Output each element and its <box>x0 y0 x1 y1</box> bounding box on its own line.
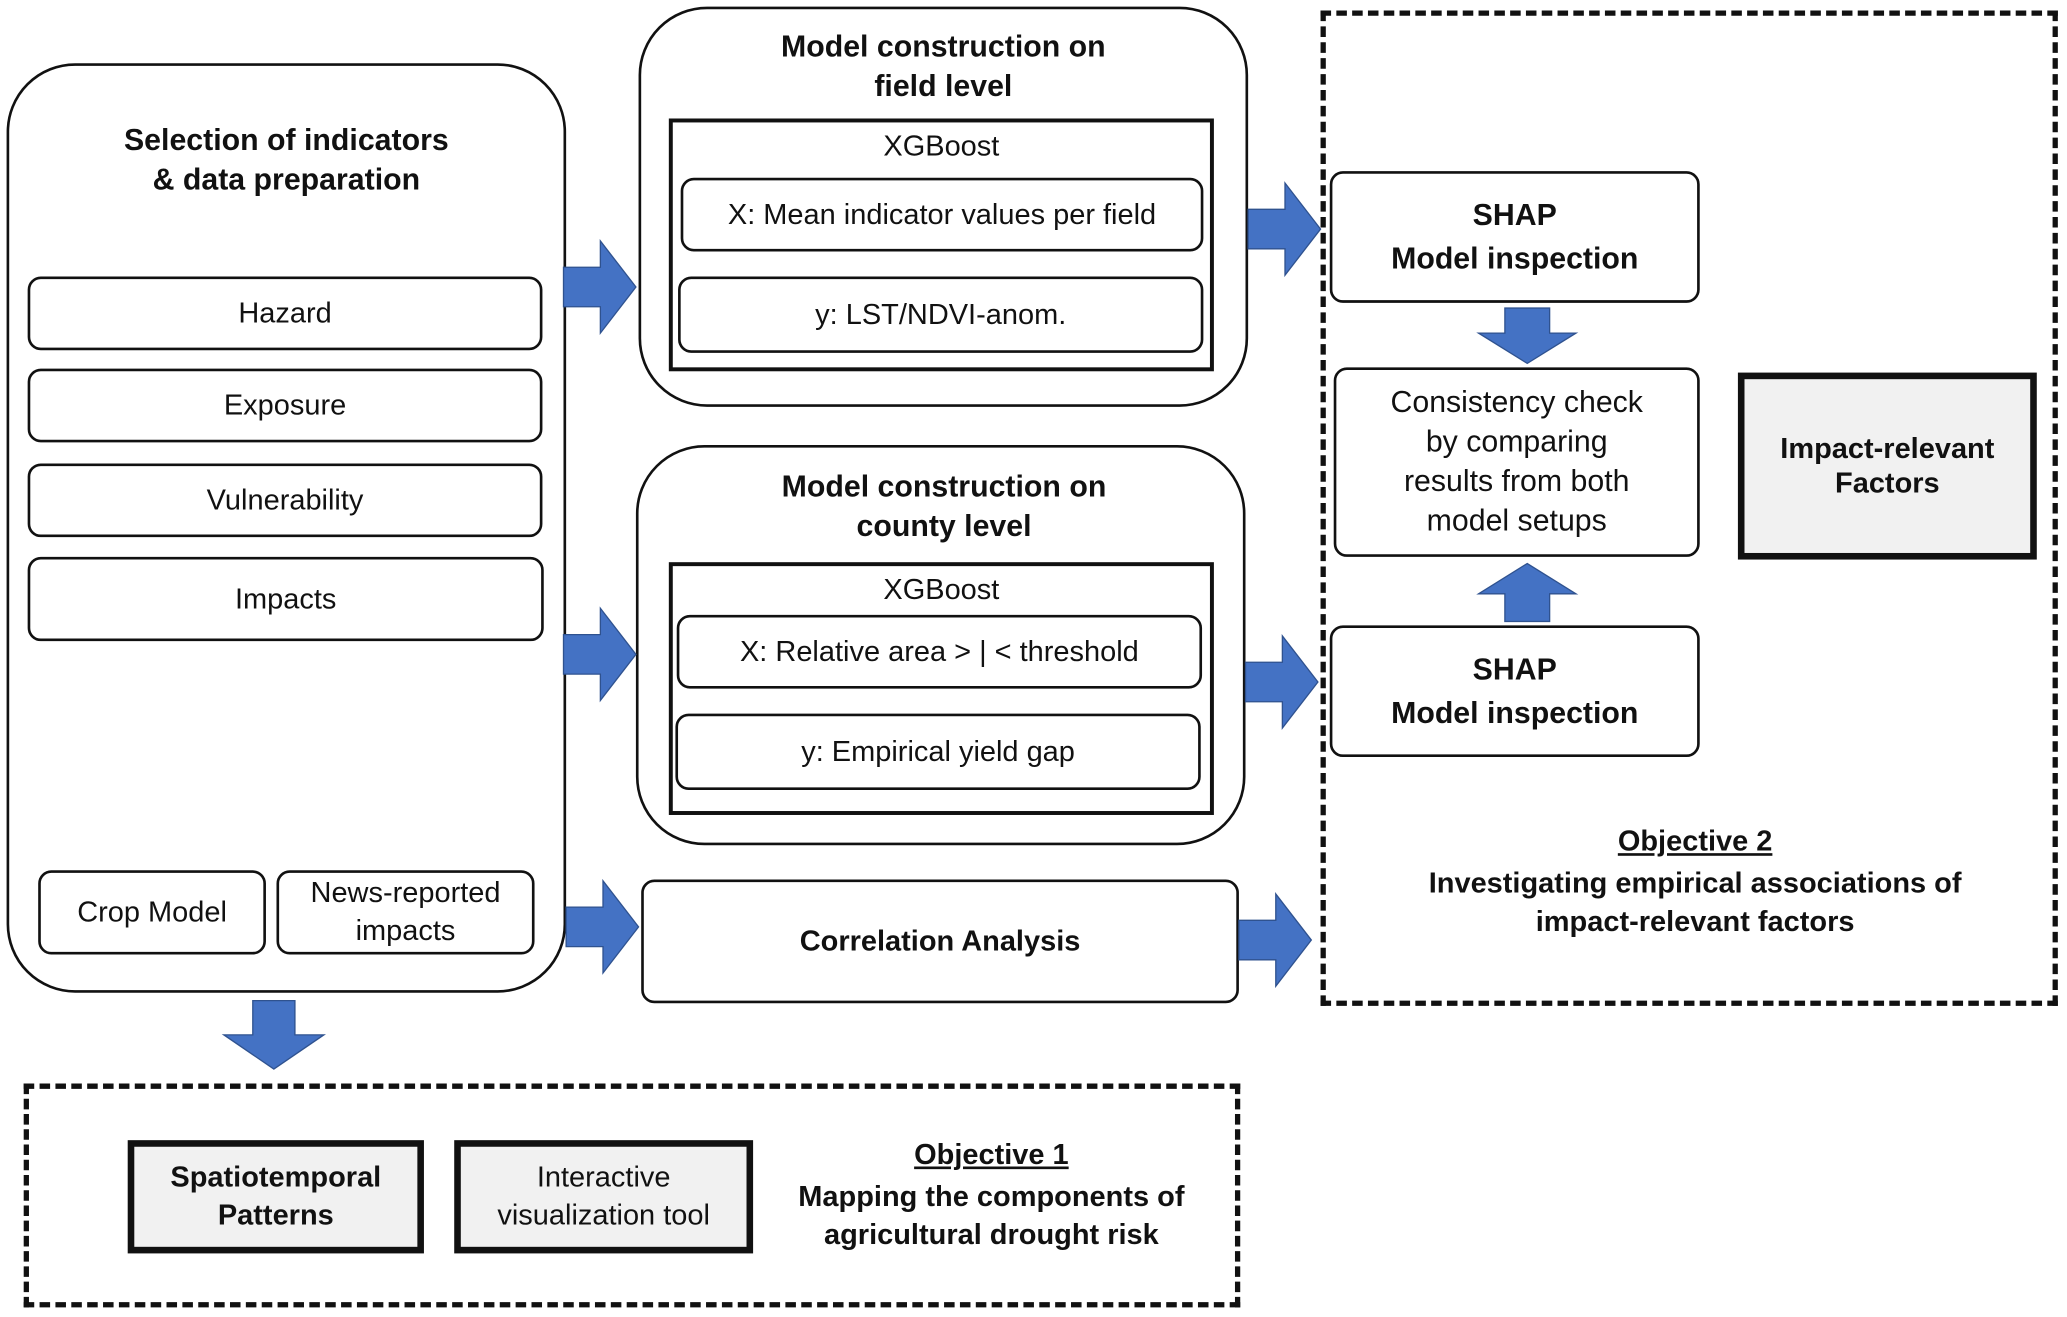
interactive-visualization-box: Interactive visualization tool <box>454 1140 754 1254</box>
objective2-heading: Objective 2 <box>1617 824 1773 858</box>
vulnerability-item: Vulnerability <box>27 463 543 538</box>
arrow-to-field-model <box>562 239 637 336</box>
arrow-to-objective1 <box>221 999 327 1070</box>
selection-title: Selection of indicators & data preparati… <box>123 122 449 197</box>
county-x-box: X: Relative area > | < threshold <box>676 614 1203 689</box>
impacts-item: Impacts <box>27 556 544 642</box>
county-y-box: y: Empirical yield gap <box>675 713 1201 790</box>
objective1-region <box>23 1083 1241 1308</box>
crop-model-box: Crop Model <box>38 870 266 955</box>
impact-relevant-factors-box: Impact-relevant Factors <box>1737 372 2037 560</box>
objective2-region <box>1320 10 2058 1006</box>
arrow-county-to-shap <box>1244 633 1319 731</box>
field-model-title: Model construction on field level <box>780 28 1106 104</box>
shap-top-box: SHAP Model inspection <box>1329 171 1700 303</box>
objective2-description: Investigating empirical associations of … <box>1428 866 1962 938</box>
field-x-box: X: Mean indicator values per field <box>680 177 1204 252</box>
news-reported-box: News-reported impacts <box>276 870 535 955</box>
objective1-description: Mapping the components of agricultural d… <box>798 1179 1185 1251</box>
exposure-item: Exposure <box>27 368 543 443</box>
county-model-title: Model construction on county level <box>781 468 1107 543</box>
arrow-correlation-to-objective2 <box>1238 892 1313 989</box>
hazard-item: Hazard <box>27 276 543 351</box>
arrow-field-to-shap <box>1247 181 1322 278</box>
arrow-shap-top-to-consistency <box>1476 307 1579 365</box>
field-xgboost-label: XGBoost <box>883 129 1000 162</box>
objective1-heading: Objective 1 <box>914 1137 1069 1171</box>
arrow-to-county-model <box>562 606 637 703</box>
field-y-box: y: LST/NDVI-anom. <box>678 276 1204 353</box>
spatiotemporal-patterns-box: Spatiotemporal Patterns <box>127 1140 424 1254</box>
shap-bottom-box: SHAP Model inspection <box>1329 625 1700 758</box>
consistency-check-box: Consistency check by comparing results f… <box>1333 367 1700 557</box>
arrow-to-correlation <box>565 878 640 975</box>
arrow-shap-bottom-to-consistency <box>1476 562 1579 623</box>
correlation-analysis-box: Correlation Analysis <box>641 879 1239 1004</box>
county-xgboost-label: XGBoost <box>883 572 1000 606</box>
